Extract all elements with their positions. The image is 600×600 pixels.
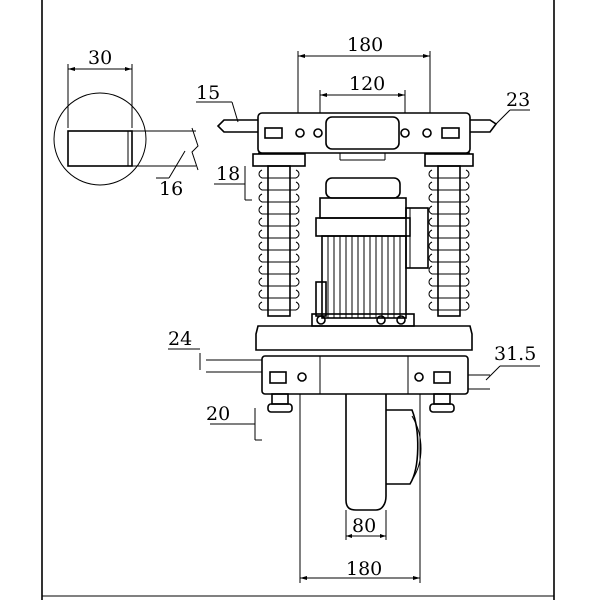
dim-top-120: 120 [349, 73, 385, 95]
dim-top-180: 180 [347, 34, 383, 56]
dim-label-18: 18 [216, 163, 240, 185]
top-plate [196, 101, 530, 161]
motor [311, 177, 429, 327]
lower-base [168, 325, 540, 441]
dim-label-16: 16 [159, 178, 183, 200]
inset-detail [53, 64, 199, 186]
dim-inset-30: 30 [88, 47, 112, 69]
right-spring [424, 153, 474, 317]
wheel [299, 394, 422, 583]
dim-label-31-5: 31.5 [494, 343, 536, 365]
dim-wheel-80: 80 [352, 515, 376, 537]
dim-label-15: 15 [196, 82, 220, 104]
dim-label-20: 20 [206, 403, 230, 425]
dim-bottom-180: 180 [346, 558, 382, 580]
dim-label-24: 24 [168, 328, 192, 350]
dim-label-23: 23 [506, 89, 530, 111]
drawing-frame [41, 0, 555, 600]
left-spring [214, 153, 306, 317]
